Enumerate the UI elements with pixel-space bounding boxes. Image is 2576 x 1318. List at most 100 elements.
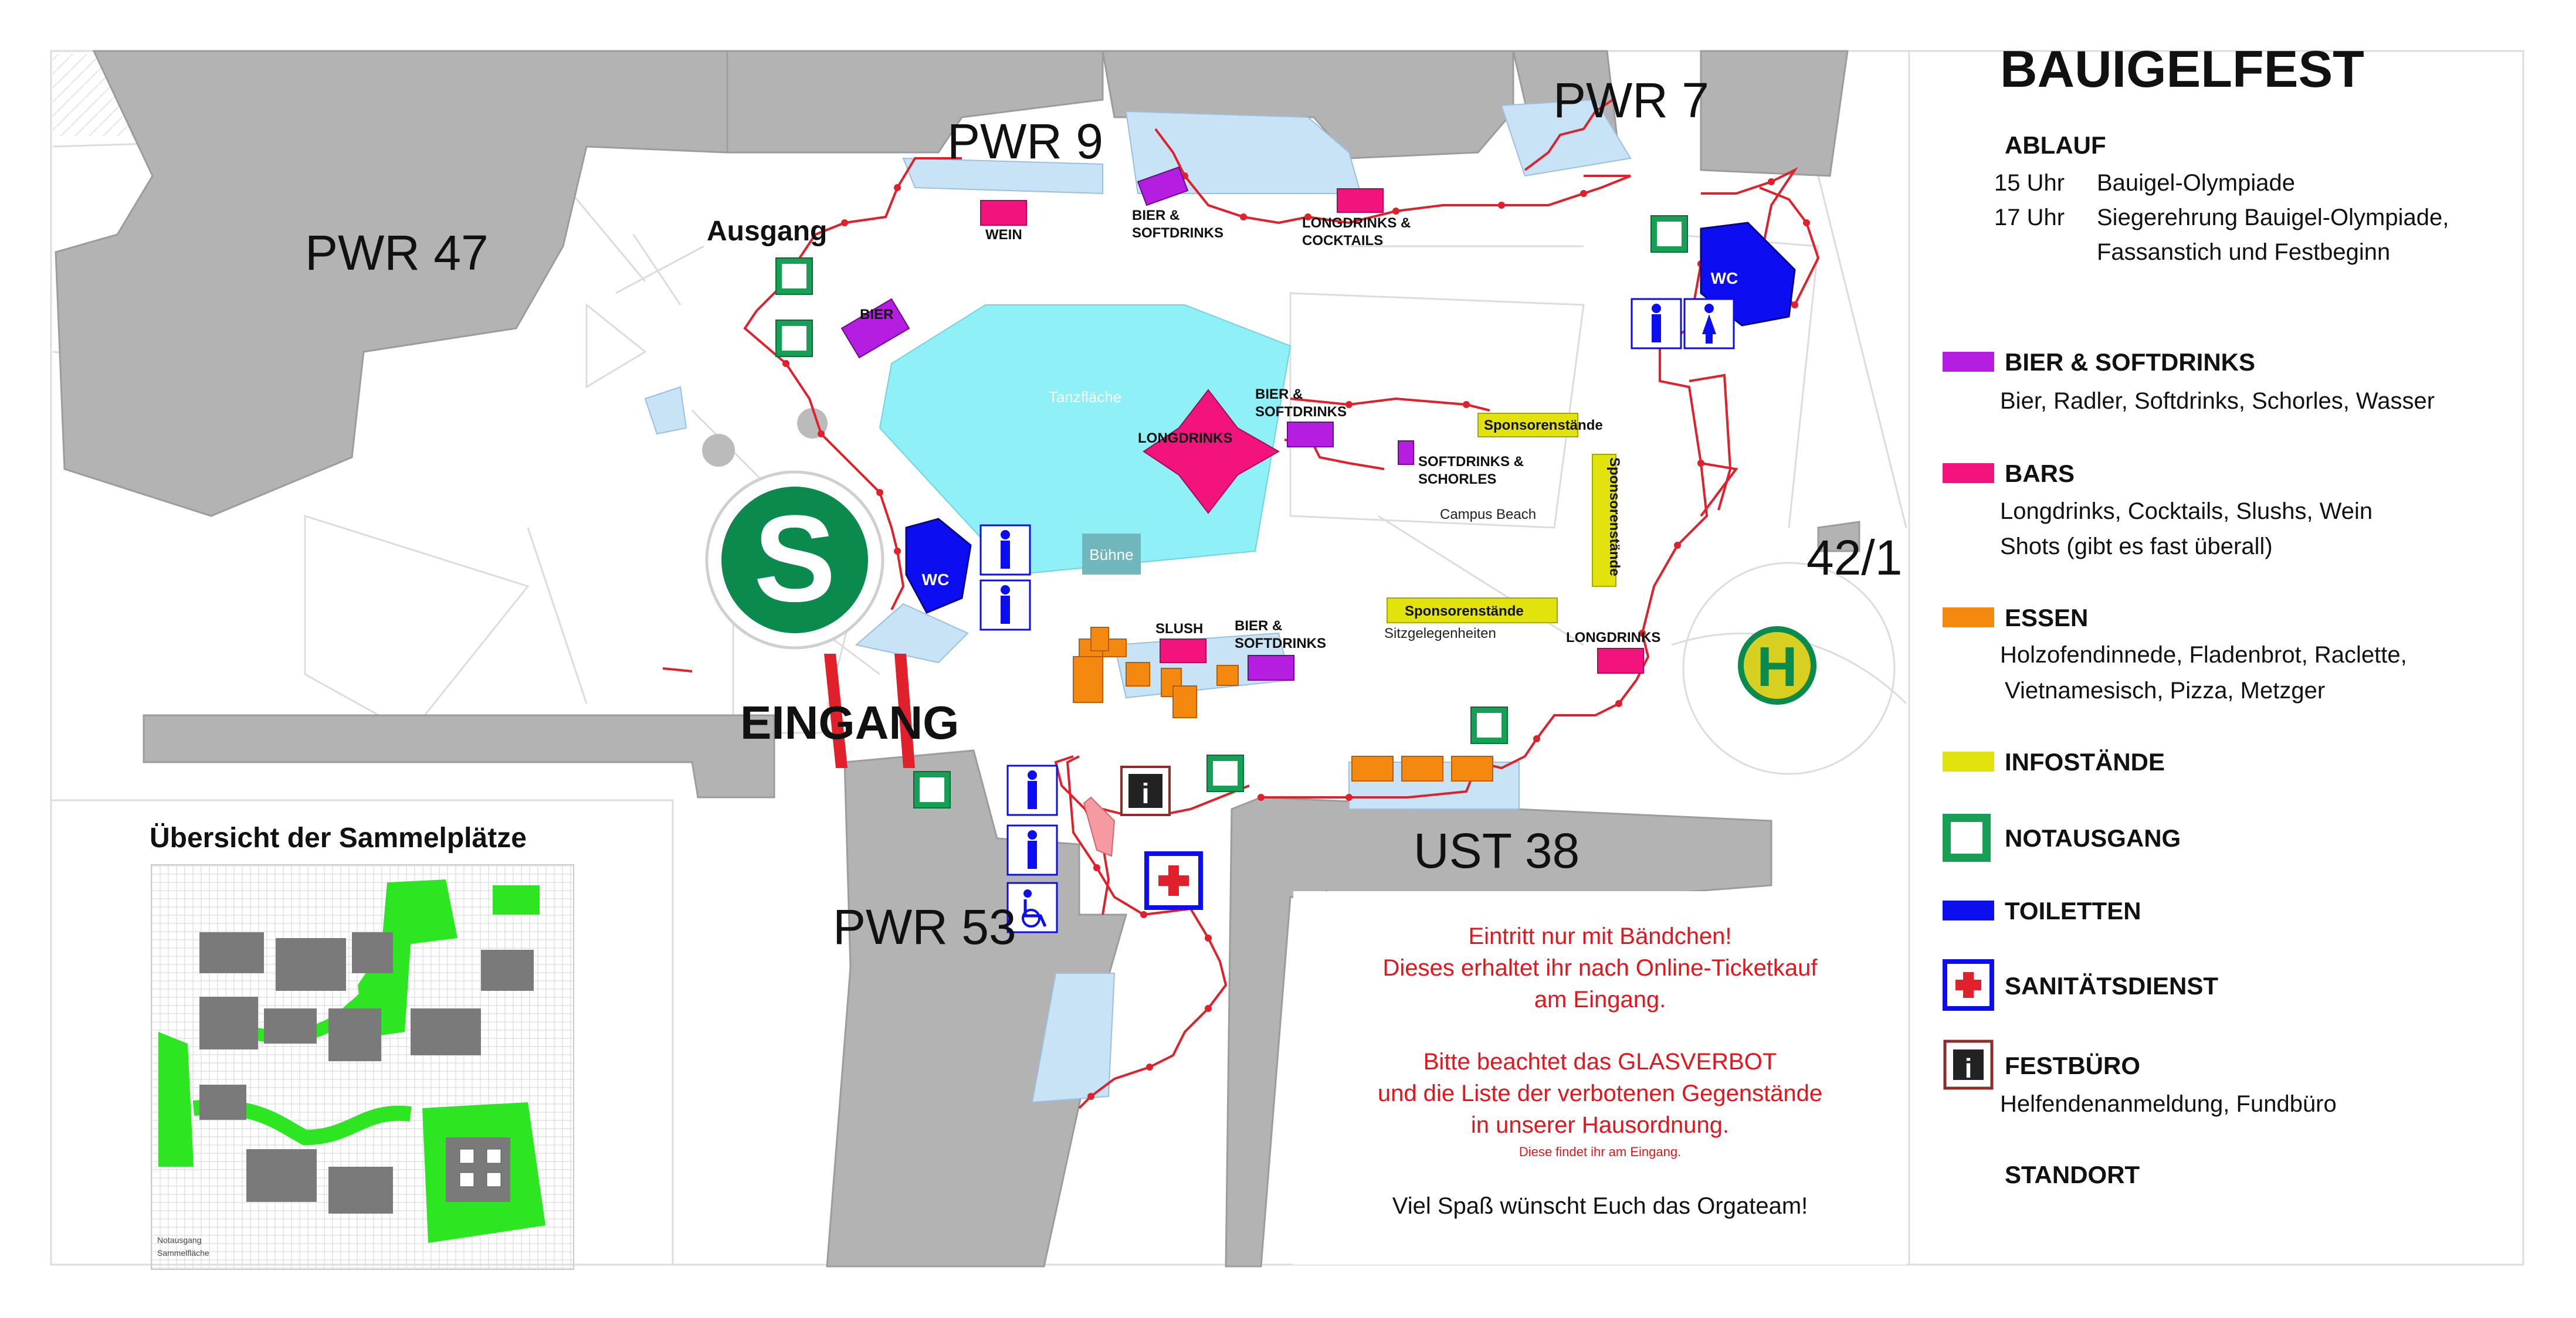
legend-a2-time: 17 Uhr xyxy=(1994,205,2065,230)
label-longdrinks-center: LONGDRINKS xyxy=(1138,430,1232,446)
light-area-8 xyxy=(644,386,687,435)
dancefloor-label: Tanzfläche xyxy=(1049,388,1121,406)
legend-bier-swatch xyxy=(1943,352,1994,372)
info-stands xyxy=(1387,413,1616,623)
legend-a2-text2: Fassanstich und Festbeginn xyxy=(2097,239,2390,265)
legend-a1-time: 15 Uhr xyxy=(1994,170,2065,196)
legend-festbuero-letter: i xyxy=(1965,1053,1972,1083)
legend-essen-title: ESSEN xyxy=(2005,604,2088,631)
sammelplaetze-title: Übersicht der Sammelplätze xyxy=(150,823,527,854)
bier-stands xyxy=(840,166,1414,681)
label-sponsoren-1: Sponsorenstände xyxy=(1484,417,1603,433)
label-pwr7: PWR 7 xyxy=(1553,73,1709,128)
label-pwr53: PWR 53 xyxy=(833,899,1016,954)
legend-bars-desc1: Longdrinks, Cocktails, Slushs, Wein xyxy=(2000,498,2372,524)
legend-info-title: INFOSTÄNDE xyxy=(2005,748,2165,776)
label-eingang: EINGANG xyxy=(740,697,959,749)
wc-left xyxy=(905,518,972,614)
label-bier: BIER xyxy=(860,307,893,322)
building-pwr47 xyxy=(55,50,728,517)
legend-bars-title: BARS xyxy=(2005,460,2075,487)
notice-line-3: am Eingang. xyxy=(1534,987,1666,1013)
label-slush: SLUSH xyxy=(1155,621,1203,637)
legend-bier-title: BIER & SOFTDRINKS xyxy=(2005,348,2255,376)
festbuero-letter: i xyxy=(1141,779,1149,810)
label-longdrinks-cocktails-2: COCKTAILS xyxy=(1302,233,1383,249)
legend-festbuero-desc: Helfendenanmeldung, Fundbüro xyxy=(2000,1091,2337,1117)
label-bier-softdrinks-top-2: SOFTDRINKS xyxy=(1132,225,1223,241)
sbahn-icon xyxy=(721,487,868,633)
notice-line-1: Eintritt nur mit Bändchen! xyxy=(1468,923,1731,949)
exit-figures xyxy=(782,222,1682,802)
legend-a1-text: Bauigel-Olympiade xyxy=(2097,170,2295,196)
legend-sani-title: SANITÄTSDIENST xyxy=(2005,972,2218,1000)
wc-left-label: WC xyxy=(922,570,950,589)
bus-stop-icon xyxy=(1738,626,1816,705)
legend-ablauf: ABLAUF xyxy=(2005,131,2106,159)
light-area-7 xyxy=(1031,973,1116,1103)
sbahn-letter: S xyxy=(754,490,836,627)
label-longdrinks-cocktails-1: LONGDRINKS & xyxy=(1302,215,1411,231)
legend-title: BAUIGELFEST xyxy=(2000,40,2364,98)
label-sponsoren-2: Sponsorenstände xyxy=(1405,603,1524,619)
building-labels: PWR 47 PWR 9 PWR 7 PWR 53 UST 38 42/1 xyxy=(305,73,1903,954)
light-area-1 xyxy=(902,157,1103,195)
label-campus-beach: Campus Beach xyxy=(1440,507,1536,522)
accessible-toilet-icon xyxy=(1006,882,1058,933)
notice-line-6: in unserer Hausordnung. xyxy=(1471,1112,1729,1138)
legend-essen-desc1: Holzofendinnede, Fladenbrot, Raclette, xyxy=(2000,642,2407,668)
label-wein: WEIN xyxy=(985,227,1022,243)
bier-stand-4 xyxy=(1398,440,1414,465)
legend-bars-swatch xyxy=(1943,463,1994,483)
label-bier-softdrinks-mid-1: BIER & xyxy=(1255,386,1303,402)
label-longdrinks-right: LONGDRINKS xyxy=(1566,630,1660,646)
notice-text: Eintritt nur mit Bändchen! Dieses erhalt… xyxy=(1378,923,1822,1159)
legend-bier-desc: Bier, Radler, Softdrinks, Schorles, Wass… xyxy=(2000,388,2435,414)
bus-stop-letter: H xyxy=(1757,636,1797,698)
bier-stand-2 xyxy=(1137,166,1189,206)
building-pwr7 xyxy=(1700,50,1849,177)
legend-panel: BAUIGELFEST ABLAUF 15 Uhr Bauigel-Olympi… xyxy=(1943,40,2449,1188)
notice-line-5: und die Liste der verbotenen Gegenstände xyxy=(1378,1081,1822,1106)
label-softdrinks-schorles-2: SCHORLES xyxy=(1418,471,1496,487)
bier-stand-5 xyxy=(1248,655,1294,681)
entrance-lanes xyxy=(824,654,915,768)
legend-standort-title: STANDORT xyxy=(2005,1161,2140,1188)
bar-longdrinks-cocktails xyxy=(1337,188,1384,213)
legend-bars-desc2: Shots (gibt es fast überall) xyxy=(2000,534,2273,559)
stage-area xyxy=(1082,534,1141,575)
legend-notausgang-title: NOTAUSGANG xyxy=(2005,824,2181,852)
label-bier-softdrinks-low-2: SOFTDRINKS xyxy=(1235,636,1326,651)
notice-line-8: Viel Spaß wünscht Euch das Orgateam! xyxy=(1392,1193,1808,1219)
legend-toiletten-swatch xyxy=(1943,901,1994,920)
stand-labels: WEIN BIER BIER & SOFTDRINKS LONGDRINKS &… xyxy=(860,208,1660,651)
notice-line-2: Dieses erhaltet ihr nach Online-Ticketka… xyxy=(1382,955,1818,981)
light-area-3 xyxy=(1500,98,1632,177)
toilet-figures xyxy=(1001,304,1716,928)
label-ausgang: Ausgang xyxy=(707,216,827,247)
building-eingang xyxy=(143,714,775,799)
sammelplaetze-legend-1: Notausgang xyxy=(157,1235,202,1245)
label-softdrinks-schorles-1: SOFTDRINKS & xyxy=(1418,454,1524,470)
buildings xyxy=(55,50,1860,1268)
notice-line-4: Bitte beachtet das GLASVERBOT xyxy=(1423,1049,1777,1075)
wc-right-label: WC xyxy=(1711,269,1738,287)
label-42-1: 42/1 xyxy=(1806,530,1903,585)
bar-wein xyxy=(980,200,1027,226)
sammelplaetze-legend-2: Sammelfläche xyxy=(157,1248,209,1258)
building-pwr53 xyxy=(826,749,1127,1268)
legend-info-swatch xyxy=(1943,752,1994,772)
legend-essen-desc2: Vietnamesisch, Pizza, Metzger xyxy=(2005,678,2325,704)
legend-festbuero-square xyxy=(1953,1049,1984,1080)
legend-sani-cross-h xyxy=(1955,980,1981,990)
light-area-4 xyxy=(855,603,969,664)
bier-stand-1 xyxy=(840,298,910,359)
notice-panel xyxy=(1293,891,1906,1265)
legend-toiletten-title: TOILETTEN xyxy=(2005,897,2141,925)
label-sitzgelegenheiten: Sitzgelegenheiten xyxy=(1384,626,1496,641)
festbuero-block: i xyxy=(1083,766,1203,910)
sammelplaetze-map: Notausgang Sammelfläche xyxy=(151,864,574,1270)
legend-notausgang-figure xyxy=(1951,822,1982,854)
